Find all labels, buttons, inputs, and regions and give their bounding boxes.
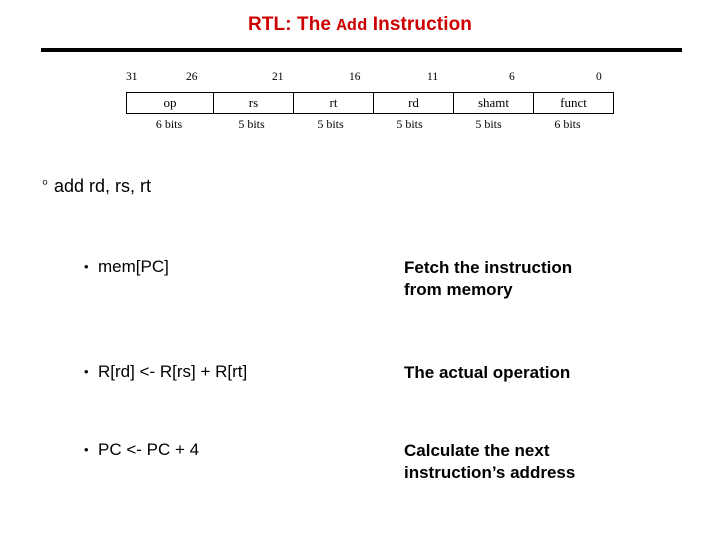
page-title-mono: Add bbox=[336, 17, 368, 36]
bit-number-31: 31 bbox=[126, 71, 138, 83]
field-width-op: 6 bits bbox=[155, 117, 183, 131]
rtl-step-expression: R[rd] <- R[rs] + R[rt] bbox=[98, 362, 248, 381]
page-title-prefix: RTL: The bbox=[247, 14, 337, 35]
bullet-icon: • bbox=[84, 364, 89, 379]
list-item: • PC <- PC + 4 bbox=[84, 440, 384, 460]
rtl-step-description: The actual operation bbox=[404, 362, 694, 384]
rtl-step-description-line1: Calculate the next bbox=[404, 441, 550, 460]
field-cell-op: op bbox=[126, 92, 214, 114]
field-cell-funct: funct bbox=[533, 92, 614, 114]
table-row: op rs rt rd shamt funct bbox=[126, 92, 614, 114]
bullet-icon: • bbox=[84, 259, 89, 274]
field-width-row: 6 bits 5 bits 5 bits 5 bits 5 bits 6 bit… bbox=[126, 117, 607, 133]
field-cell-rs: rs bbox=[213, 92, 294, 114]
field-width-rs: 5 bits bbox=[238, 117, 265, 131]
page-title-suffix: Instruction bbox=[367, 14, 473, 35]
bit-number-0: 0 bbox=[596, 71, 602, 83]
instruction-field-table: op rs rt rd shamt funct bbox=[126, 92, 614, 114]
list-item: • mem[PC] bbox=[84, 257, 384, 277]
instruction-heading: ° add rd, rs, rt bbox=[42, 176, 151, 197]
field-width-shamt: 5 bits bbox=[475, 117, 502, 131]
rtl-step-description: Calculate the next instruction’s address bbox=[404, 440, 694, 484]
bit-number-26: 26 bbox=[186, 71, 198, 83]
title-divider bbox=[41, 48, 682, 52]
rtl-step-description-line2: from memory bbox=[404, 279, 513, 299]
field-width-funct: 6 bits bbox=[554, 117, 581, 131]
rtl-step-expression: PC <- PC + 4 bbox=[98, 440, 200, 459]
bullet-icon: • bbox=[84, 442, 89, 457]
bit-number-row: 31 26 21 16 11 6 0 bbox=[122, 71, 609, 85]
field-cell-rd: rd bbox=[373, 92, 454, 114]
bit-number-21: 21 bbox=[272, 71, 284, 83]
bit-number-16: 16 bbox=[349, 71, 361, 83]
rtl-step-description-line2: instruction’s address bbox=[404, 462, 576, 482]
page-title: RTL: The Add Instruction bbox=[0, 14, 720, 36]
instruction-heading-label: add rd, rs, rt bbox=[54, 176, 152, 196]
rtl-step-description-line1: The actual operation bbox=[404, 363, 571, 382]
bit-number-11: 11 bbox=[427, 71, 439, 83]
bit-number-6: 6 bbox=[509, 71, 515, 83]
degree-bullet-icon: ° bbox=[42, 178, 48, 194]
rtl-step-description: Fetch the instruction from memory bbox=[404, 257, 694, 301]
field-width-rd: 5 bits bbox=[396, 117, 423, 131]
field-width-rt: 5 bits bbox=[317, 117, 344, 131]
list-item: • R[rd] <- R[rs] + R[rt] bbox=[84, 362, 384, 382]
rtl-step-expression: mem[PC] bbox=[98, 257, 169, 276]
rtl-step-description-line1: Fetch the instruction bbox=[404, 258, 573, 277]
